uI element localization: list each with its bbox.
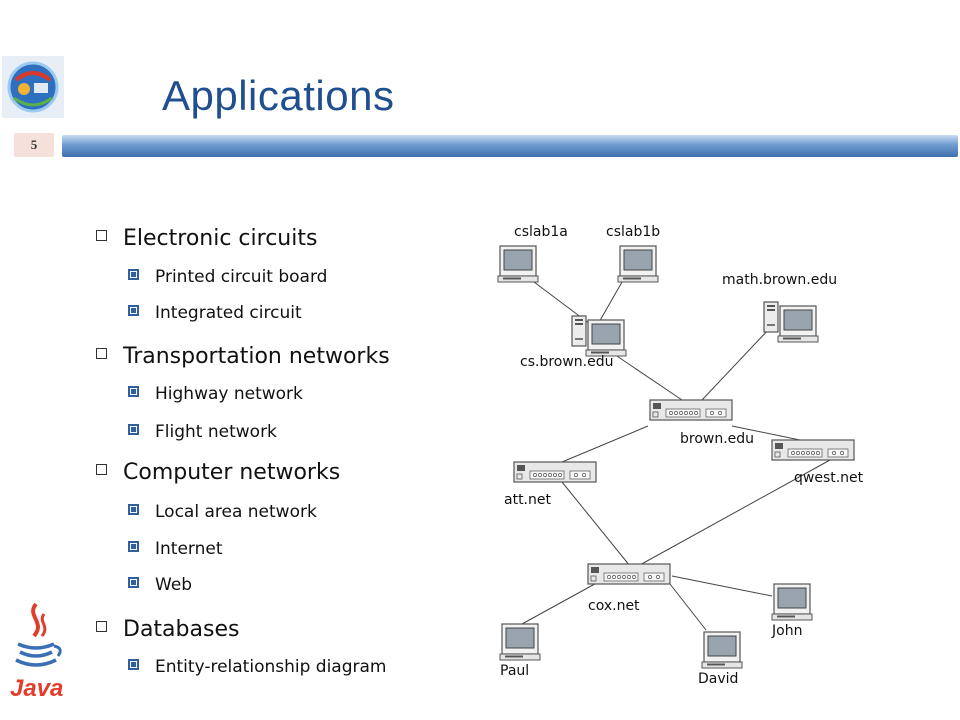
label-math-brown-edu: math.brown.edu [722, 272, 837, 288]
bullet-databases: Databases [96, 617, 239, 642]
link-brown-att [561, 425, 649, 463]
course-logo-icon [2, 56, 64, 118]
sub-bullet-flight-network: Flight network [128, 422, 277, 442]
server-tower-math-icon [763, 301, 779, 333]
label-cslab1a: cslab1a [514, 224, 568, 240]
computer-cslab1a-icon [497, 245, 539, 283]
link-qwest-cox [637, 459, 831, 567]
square-bullet-icon [128, 541, 139, 552]
link-cox-john [671, 575, 773, 597]
label-qwest-net: qwest.net [794, 470, 864, 486]
link-cox-david [669, 583, 707, 631]
label-cox-net: cox.net [588, 598, 640, 614]
slide-number: 5 [14, 133, 54, 157]
computer-john-icon [771, 583, 813, 621]
link-att-cox [561, 481, 631, 567]
router-att-net-icon [513, 461, 597, 483]
computer-cs-brown-edu-icon [585, 319, 627, 357]
bullet-computer-networks: Computer networks [96, 460, 340, 485]
title-divider-bar [62, 135, 958, 157]
server-tower-cs-icon [571, 315, 587, 347]
sub-bullet-internet: Internet [128, 539, 223, 559]
square-bullet-icon [128, 269, 139, 280]
square-bullet-icon [128, 386, 139, 397]
square-bullet-icon [128, 659, 139, 670]
link-cox-paul [521, 579, 603, 625]
java-logo-icon: Java [10, 602, 63, 702]
computer-david-icon [701, 631, 743, 669]
square-bullet-icon [128, 305, 139, 316]
sub-bullet-printed-circuit-board: Printed circuit board [128, 267, 327, 287]
label-david: David [698, 671, 738, 687]
square-bullet-icon [128, 504, 139, 515]
bullet-electronic-circuits: Electronic circuits [96, 226, 317, 251]
sub-bullet-web: Web [128, 575, 192, 595]
hollow-square-bullet-icon [96, 464, 107, 475]
computer-math-brown-edu-icon [777, 305, 819, 343]
label-paul: Paul [500, 663, 529, 679]
label-john: John [771, 623, 802, 639]
network-links [521, 281, 831, 631]
computer-paul-icon [499, 623, 541, 661]
sub-bullet-local-area-network: Local area network [128, 502, 317, 522]
square-bullet-icon [128, 424, 139, 435]
router-cox-net-icon [587, 563, 671, 585]
square-bullet-icon [128, 577, 139, 588]
link-math-brown [701, 327, 771, 401]
bullet-transportation-networks: Transportation networks [96, 344, 390, 369]
link-brown-qwest [731, 425, 801, 441]
label-cs-brown-edu: cs.brown.edu [520, 354, 614, 370]
computer-cslab1b-icon [617, 245, 659, 283]
sub-bullet-integrated-circuit: Integrated circuit [128, 303, 302, 323]
network-diagram: cslab1a cslab1b math.brown.edu cs.brown.… [497, 224, 864, 687]
router-brown-edu-icon [649, 399, 733, 421]
label-cslab1b: cslab1b [606, 224, 660, 240]
sub-bullet-highway-network: Highway network [128, 384, 303, 404]
slide-title: Applications [162, 72, 395, 119]
java-logo-text: Java [10, 675, 63, 702]
router-qwest-net-icon [771, 439, 855, 461]
hollow-square-bullet-icon [96, 230, 107, 241]
link-cslab1b-cs [597, 281, 623, 325]
link-cs-brown [607, 349, 683, 401]
label-brown-edu: brown.edu [680, 431, 754, 447]
sub-bullet-entity-relationship-diagram: Entity-relationship diagram [128, 657, 386, 677]
hollow-square-bullet-icon [96, 348, 107, 359]
label-att-net: att.net [504, 492, 551, 508]
hollow-square-bullet-icon [96, 621, 107, 632]
